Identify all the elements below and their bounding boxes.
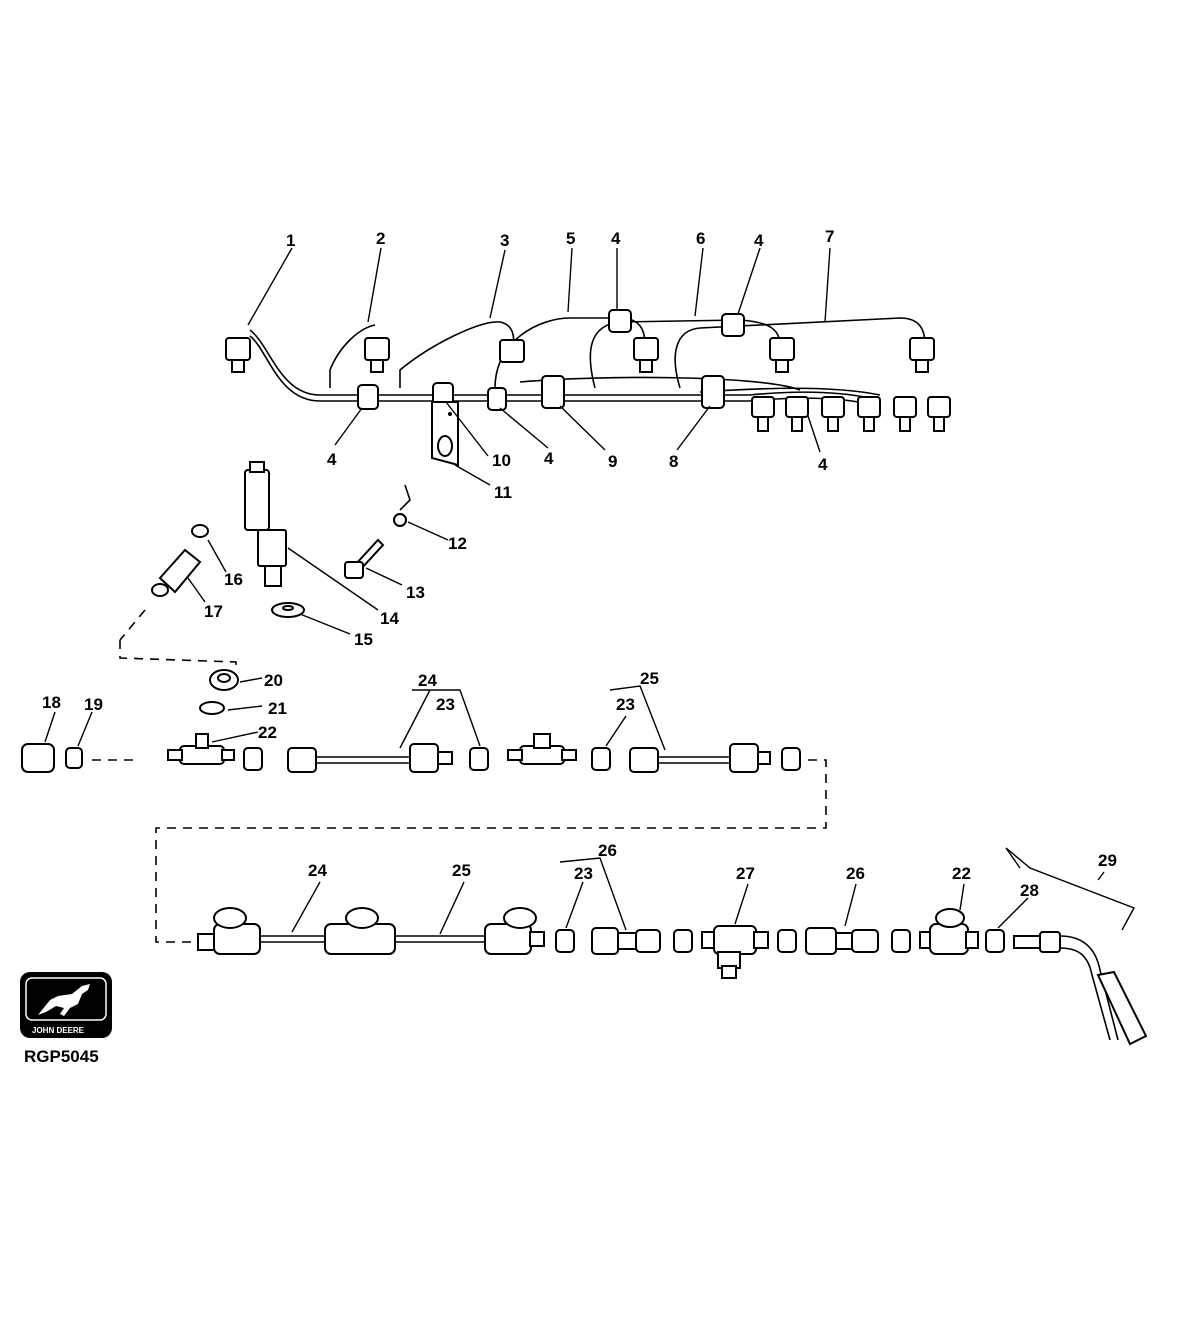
leaping-deer-icon xyxy=(38,984,90,1016)
callout-5: 5 xyxy=(566,229,575,248)
callout-10: 10 xyxy=(492,451,511,470)
john-deere-logo: JOHN DEERE xyxy=(20,972,112,1038)
callout-21: 21 xyxy=(268,699,287,718)
logo-brand: JOHN DEERE xyxy=(32,1026,85,1035)
callout-14: 14 xyxy=(380,609,399,628)
callout-26-a: 26 xyxy=(598,841,617,860)
leakoff-row-1 xyxy=(21,609,827,943)
callout-23-c: 23 xyxy=(574,864,593,883)
callout-16: 16 xyxy=(224,570,243,589)
injector-fittings-top xyxy=(225,337,935,373)
callout-4-bottom-c: 4 xyxy=(818,455,828,474)
injector-fittings-cluster xyxy=(751,396,951,432)
callout-6: 6 xyxy=(696,229,705,248)
callout-9: 9 xyxy=(608,452,617,471)
callout-4-bottom-a: 4 xyxy=(327,450,337,469)
leader-lines xyxy=(44,247,1135,935)
callout-8: 8 xyxy=(669,452,678,471)
callout-17: 17 xyxy=(204,602,223,621)
callout-20: 20 xyxy=(264,671,283,690)
callout-4-top-a: 4 xyxy=(611,229,621,248)
figure-code: RGP5045 xyxy=(24,1047,99,1066)
callout-28: 28 xyxy=(1020,881,1039,900)
callout-18: 18 xyxy=(42,693,61,712)
callout-13: 13 xyxy=(406,583,425,602)
callout-4-bottom-b: 4 xyxy=(544,449,554,468)
fuel-line-harness xyxy=(225,309,951,467)
callout-25-b: 25 xyxy=(452,861,471,880)
callout-2: 2 xyxy=(376,229,385,248)
leakoff-row-2 xyxy=(197,907,1148,1046)
callout-3: 3 xyxy=(500,231,509,250)
callout-19: 19 xyxy=(84,695,103,714)
callout-4-top-b: 4 xyxy=(754,231,764,250)
callout-12: 12 xyxy=(448,534,467,553)
callout-7: 7 xyxy=(825,227,834,246)
callout-labels: 1 2 3 5 4 6 4 7 4 10 4 9 8 4 11 12 16 13… xyxy=(42,227,1117,900)
callout-23-b: 23 xyxy=(616,695,635,714)
callout-29: 29 xyxy=(1098,851,1117,870)
callout-24-b: 24 xyxy=(308,861,327,880)
callout-25-a: 25 xyxy=(640,669,659,688)
callout-24-a: 24 xyxy=(418,671,437,690)
callout-26-b: 26 xyxy=(846,864,865,883)
callout-27: 27 xyxy=(736,864,755,883)
callout-22-b: 22 xyxy=(952,864,971,883)
callout-15: 15 xyxy=(354,630,373,649)
callout-1: 1 xyxy=(286,231,295,250)
injector-assembly xyxy=(151,461,411,618)
callout-22-a: 22 xyxy=(258,723,277,742)
line-clamps xyxy=(357,309,745,411)
callout-23-a: 23 xyxy=(436,695,455,714)
callout-11: 11 xyxy=(494,483,512,502)
